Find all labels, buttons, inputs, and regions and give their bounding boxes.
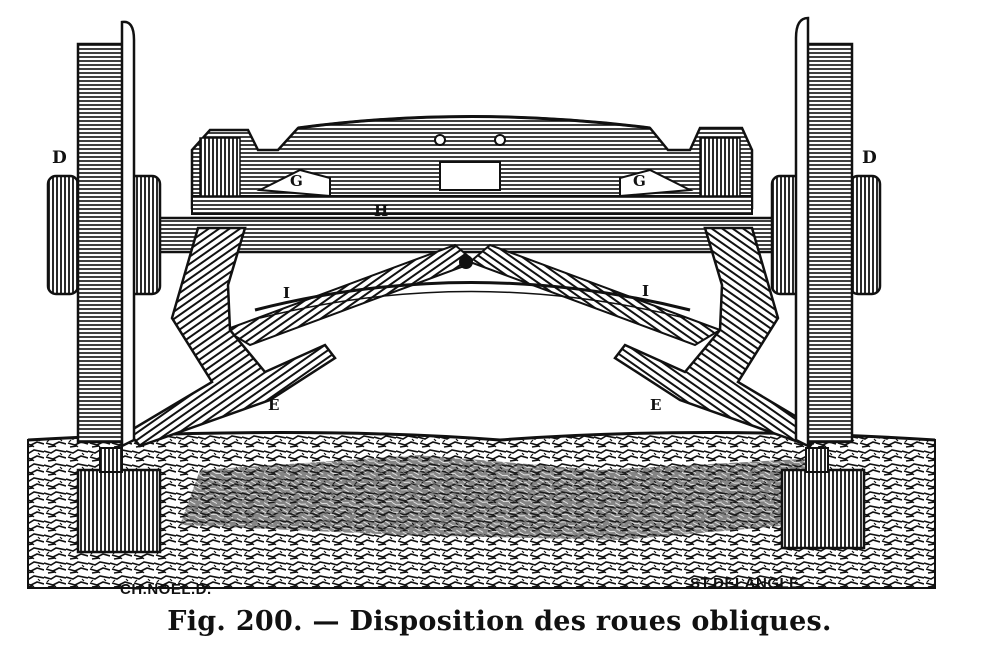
label-i-right: I [642,282,649,300]
left-wheel [46,20,162,449]
label-d-left: D [52,148,67,168]
right-wheel [770,16,882,449]
label-g-left: G [290,172,303,190]
label-e-left: E [268,396,279,414]
engraver-credit-left: CH.NOEL.D. [120,581,212,598]
left-ground-block [76,468,162,554]
engraver-credit-right: ST.DELANGLE [690,575,800,592]
chassis-frame [190,115,754,215]
figure-caption: Fig. 200. — Disposition des roues obliqu… [167,606,832,637]
label-i-left: I [283,284,290,302]
label-h: H [374,202,388,220]
engraving-figure: D D G G H I I E E CH.NOEL.D. ST.DELANGLE [27,16,936,598]
left-bracket [126,226,337,448]
cross-struts [222,243,723,347]
right-bracket [613,226,824,448]
right-ground-block [780,468,866,550]
label-g-right: G [633,172,646,190]
label-e-right: E [650,396,661,414]
label-d-right: D [862,148,877,168]
